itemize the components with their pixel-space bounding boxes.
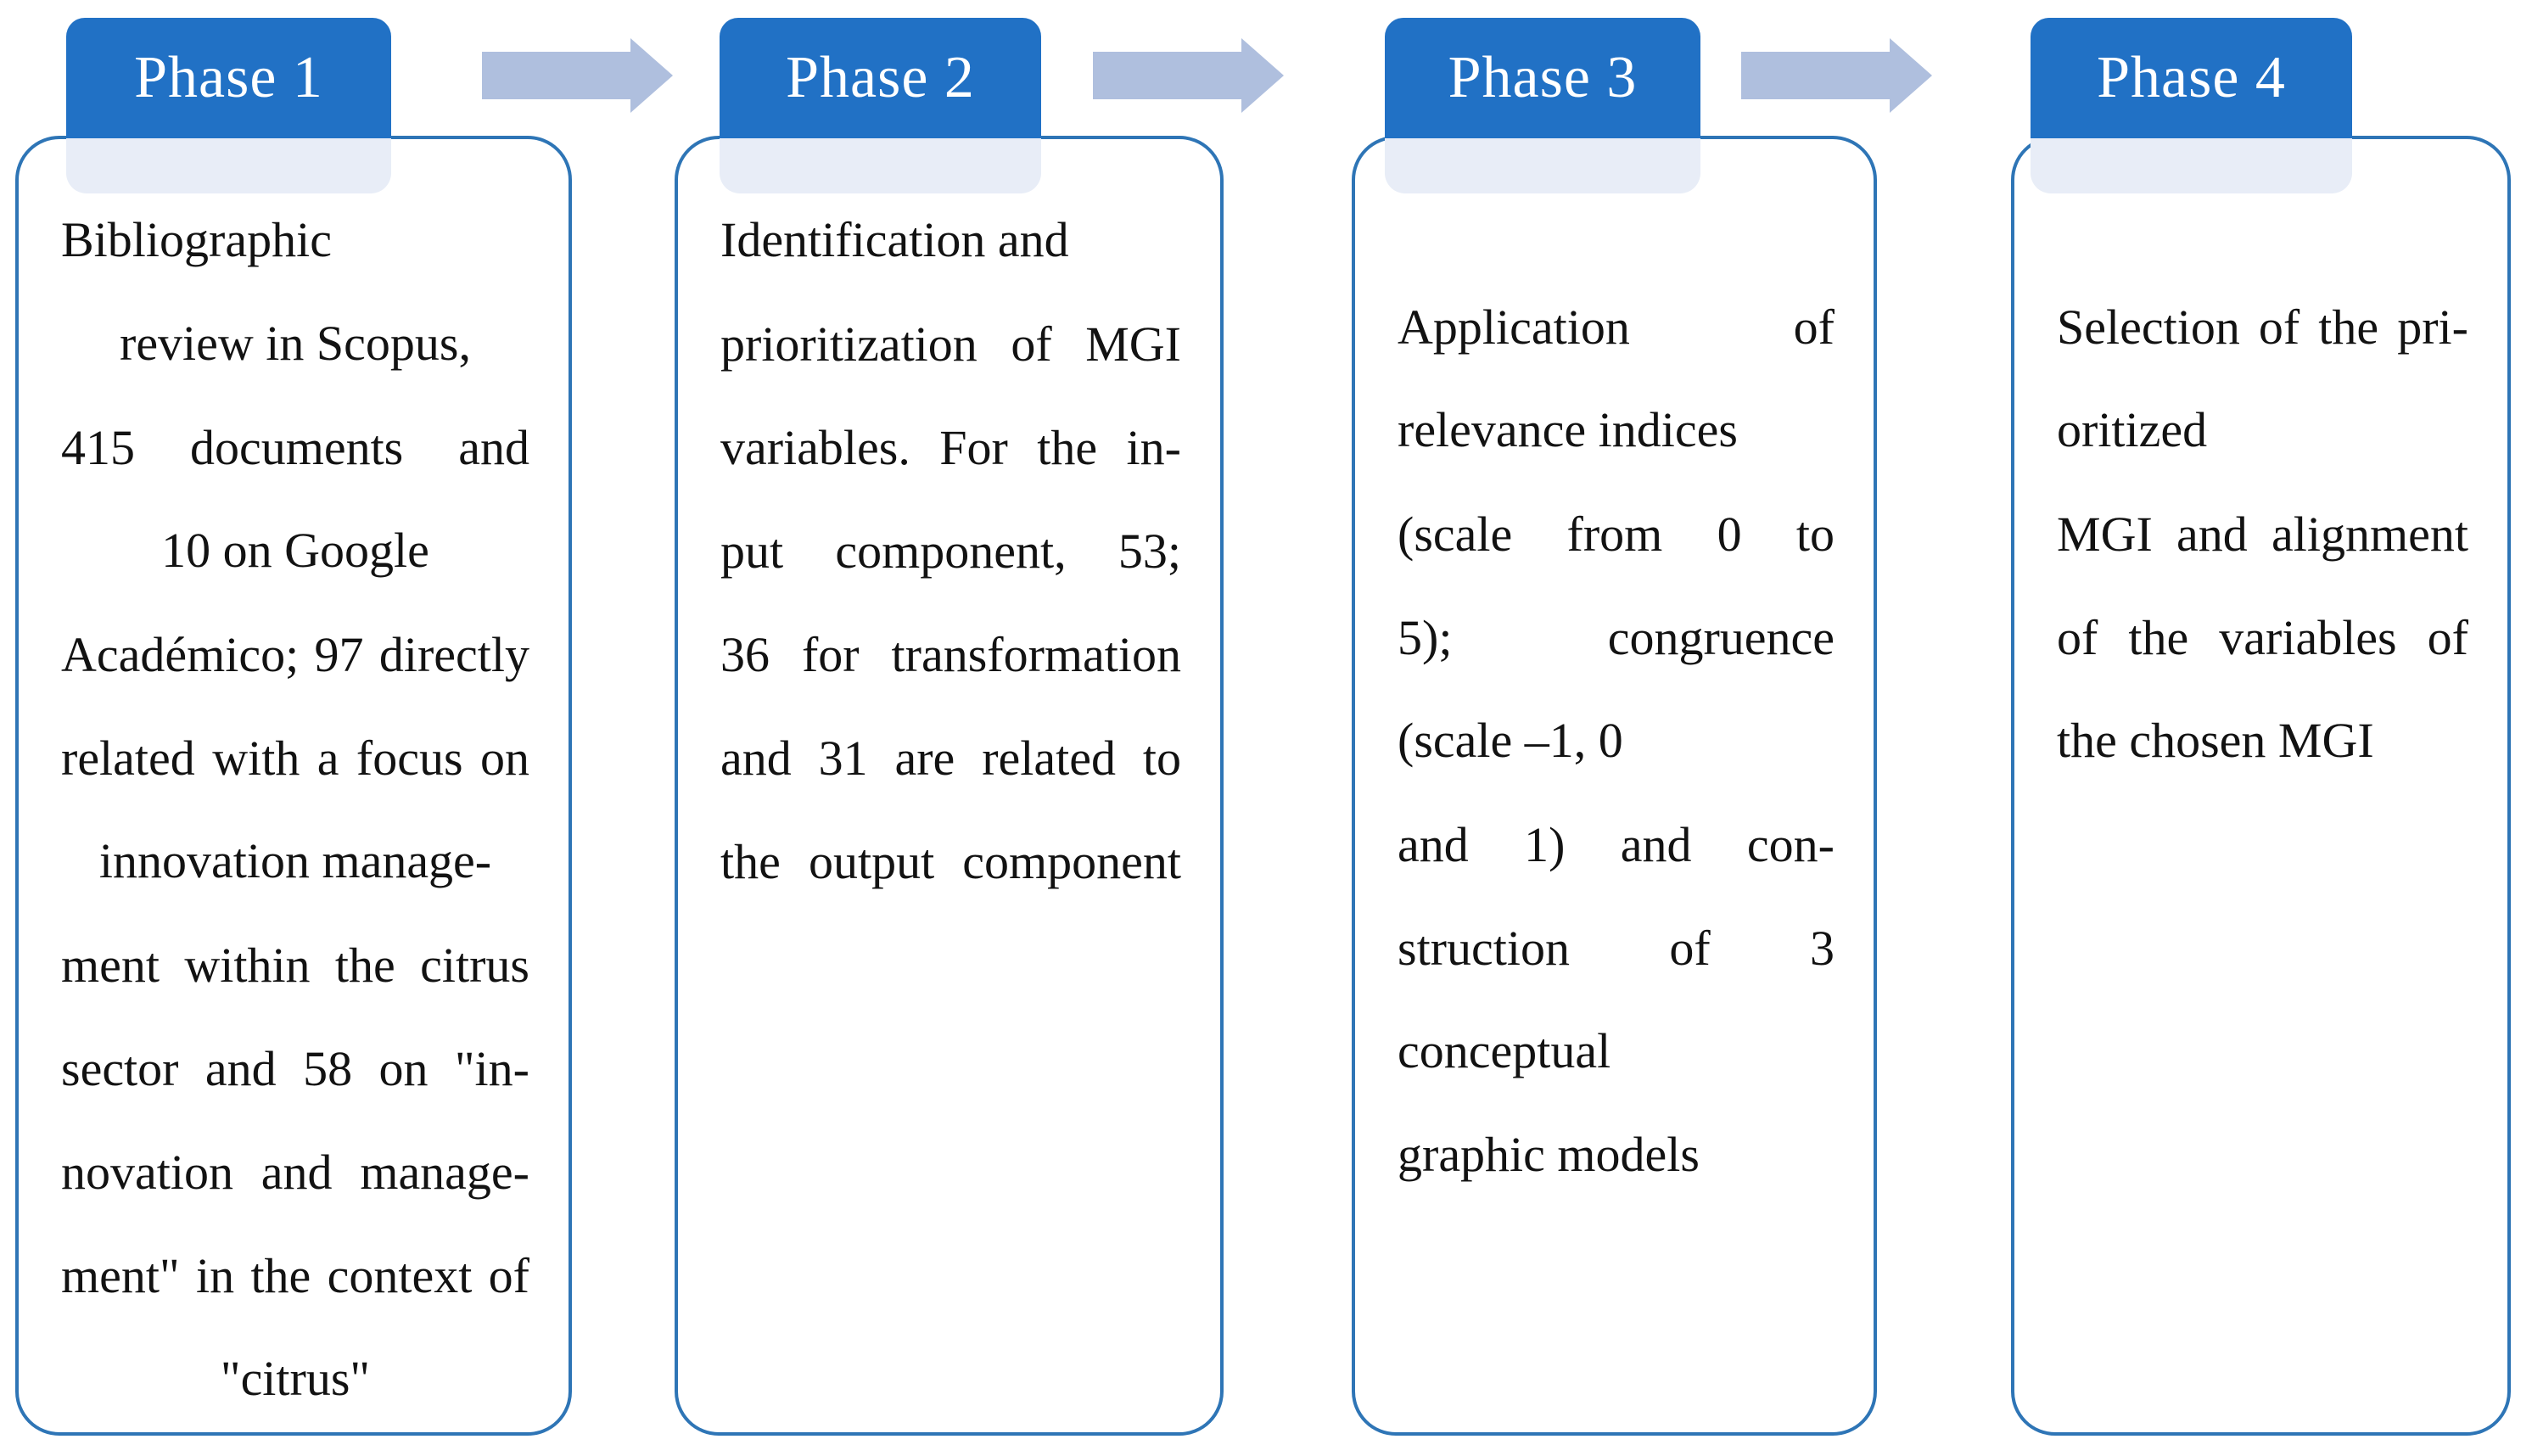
text-line: oritized — [2057, 402, 2208, 457]
text-line: Bibliographic — [61, 212, 332, 267]
text-line: review in Scopus, — [120, 316, 471, 371]
text-line: "citrus" — [220, 1351, 371, 1406]
text-line: Identification and — [720, 212, 1069, 267]
phase-1-tab: Phase 1 — [66, 18, 391, 138]
text-line: relevance indices — [1398, 402, 1738, 457]
phase-1-tab-shadow — [66, 137, 391, 193]
text-line: innovation manage- — [98, 833, 492, 888]
flow-arrow-icon — [482, 38, 673, 113]
text-line: 5);congruence — [1398, 609, 1835, 665]
text-line: 10 on Google — [161, 523, 429, 578]
phase-3-tab-shadow — [1385, 137, 1700, 193]
phase-3-tab: Phase 3 — [1385, 18, 1700, 138]
text-line: the chosen MGI — [2057, 713, 2374, 768]
phase-2-tab: Phase 2 — [720, 18, 1041, 138]
flow-arrow-icon — [1741, 38, 1932, 113]
text-line: conceptual — [1398, 1023, 1611, 1078]
phase-2-tab-shadow — [720, 137, 1041, 193]
text-line: graphic models — [1398, 1127, 1700, 1182]
phase-3-tab-label: Phase 3 — [1448, 45, 1638, 110]
text-line: (scale –1, 0 — [1398, 713, 1623, 768]
phase-2-tab-label: Phase 2 — [786, 45, 975, 110]
phase-4-tab-shadow — [2031, 137, 2352, 193]
phase-4-tab: Phase 4 — [2031, 18, 2352, 138]
phase-1-tab-label: Phase 1 — [134, 45, 323, 110]
phase-4-tab-label: Phase 4 — [2097, 45, 2286, 110]
flow-arrow-icon — [1093, 38, 1284, 113]
